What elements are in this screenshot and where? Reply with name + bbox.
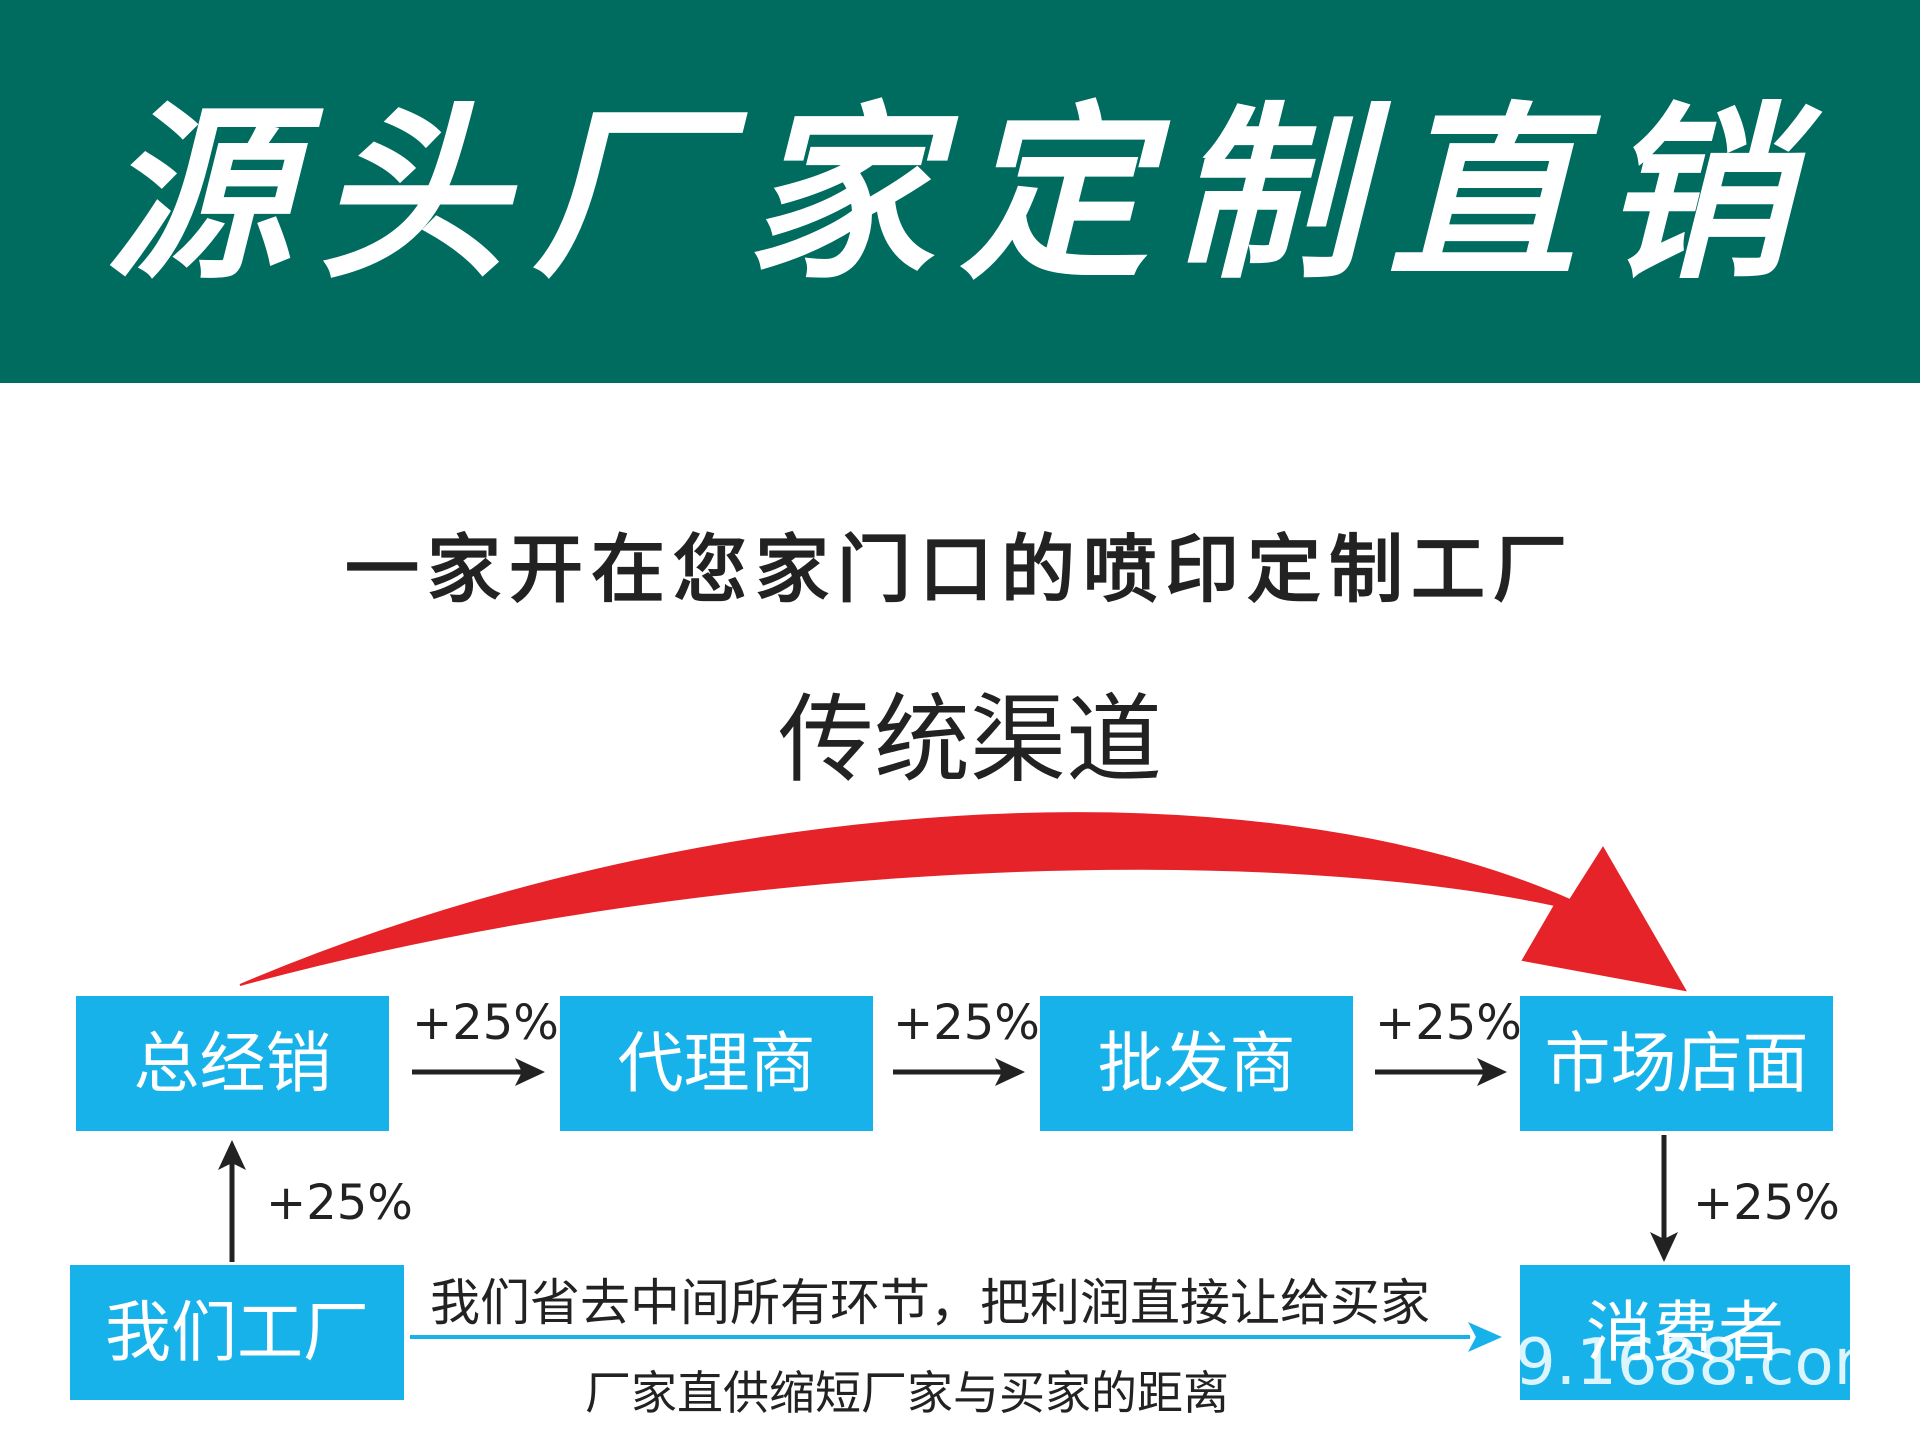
watermark: 9.1688.com <box>1515 1326 1896 1400</box>
arrowhead-wholesaler <box>995 1058 1025 1086</box>
node-our-factory-label: 我们工厂 <box>105 1293 369 1371</box>
node-wholesaler-label: 批发商 <box>1097 1024 1296 1102</box>
node-our-factory: 我们工厂 <box>70 1265 404 1400</box>
arrowhead-distributor <box>218 1140 246 1170</box>
header-banner: 源头厂家定制直销 <box>0 0 1920 383</box>
markup-factory-to-distributor: +25% <box>266 1175 413 1231</box>
markup-wholesaler-to-store: +25% <box>1375 995 1522 1051</box>
node-consumer: 消费者 <box>1520 1265 1850 1400</box>
direct-channel-blue-arrowhead <box>1468 1322 1502 1352</box>
traditional-channel-red-arrow <box>239 812 1687 992</box>
banner-title: 源头厂家定制直销 <box>104 84 1816 305</box>
node-market-store: 市场店面 <box>1520 996 1833 1131</box>
node-wholesaler: 批发商 <box>1040 996 1353 1131</box>
direct-channel-text-2: 厂家直供缩短厂家与买家的距离 <box>585 1366 1229 1420</box>
node-general-distributor: 总经销 <box>76 996 389 1131</box>
node-agent: 代理商 <box>560 996 873 1131</box>
markup-store-to-consumer: +25% <box>1693 1175 1840 1231</box>
arrowhead-agent <box>515 1058 545 1086</box>
node-consumer-label: 消费者 <box>1586 1293 1784 1371</box>
markup-agent-to-wholesaler: +25% <box>893 995 1040 1051</box>
node-agent-label: 代理商 <box>617 1024 816 1102</box>
node-general-distributor-label: 总经销 <box>133 1024 332 1102</box>
arrowhead-consumer <box>1650 1232 1678 1262</box>
node-market-store-label: 市场店面 <box>1544 1024 1809 1102</box>
subtitle: 一家开在您家门口的喷印定制工厂 <box>345 527 1575 613</box>
traditional-channel-title: 传统渠道 <box>778 684 1162 796</box>
markup-distributor-to-agent: +25% <box>412 995 559 1051</box>
arrowhead-store <box>1477 1058 1507 1086</box>
direct-channel-text-1: 我们省去中间所有环节，把利润直接让给买家 <box>430 1274 1430 1332</box>
